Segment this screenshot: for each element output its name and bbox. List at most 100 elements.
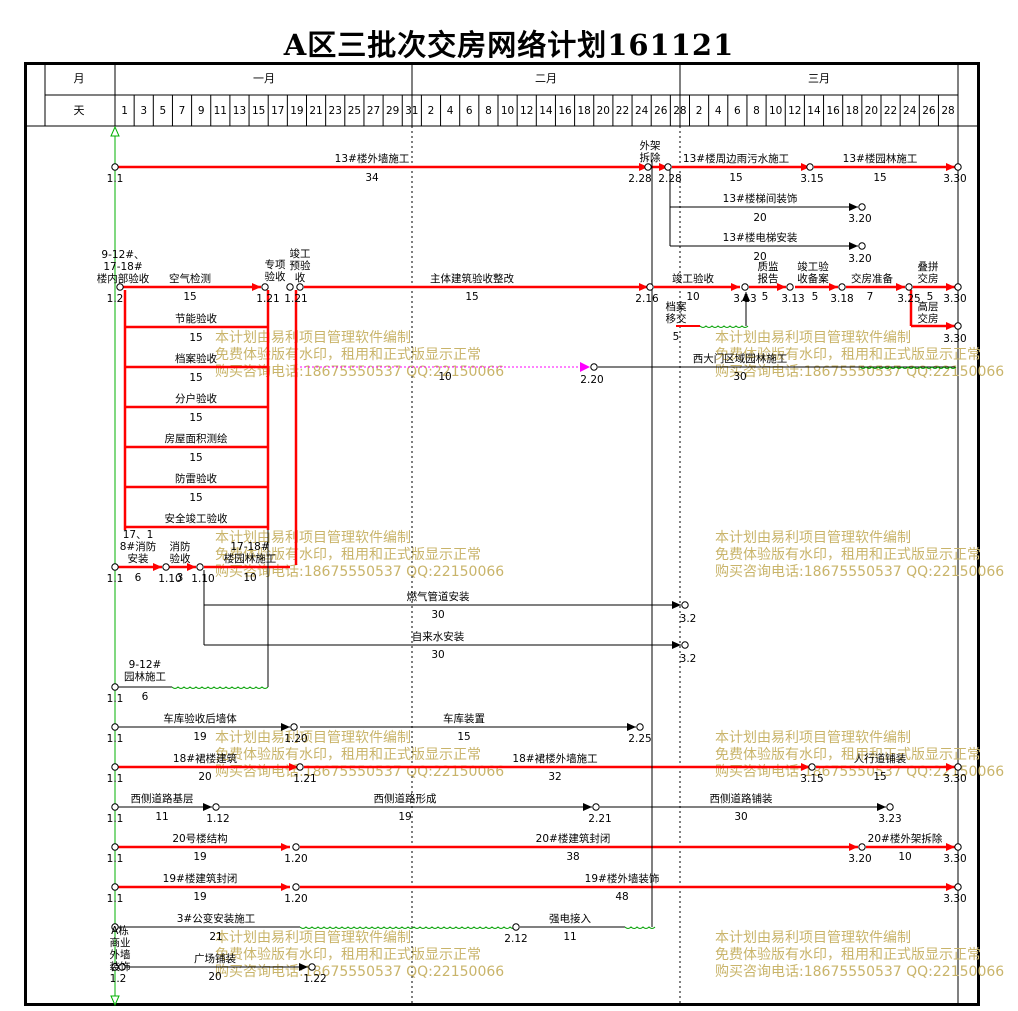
event-node bbox=[838, 283, 846, 291]
node-date-label: 2.20 bbox=[580, 374, 603, 386]
activity-label: 商业 bbox=[110, 936, 131, 949]
activity-label: 装饰 bbox=[110, 960, 131, 973]
activity-label: 楼园林施工 bbox=[224, 552, 277, 565]
activity-label: 楼内部验收 bbox=[97, 272, 150, 285]
day-row-label: 天 bbox=[74, 104, 85, 117]
activity-label: 34 bbox=[365, 172, 379, 184]
svg-text:免费体验版有水印，租用和正式版显示正常: 免费体验版有水印，租用和正式版显示正常 bbox=[715, 347, 981, 363]
activity-label: 11 bbox=[563, 931, 576, 943]
node-date-label: 2.12 bbox=[504, 933, 527, 945]
arrowhead-icon bbox=[252, 283, 261, 291]
activity-label: 收 bbox=[295, 271, 306, 284]
arrowhead-icon bbox=[731, 283, 740, 291]
node-date-label: 3.13 bbox=[781, 293, 804, 305]
node-date-label: 3.20 bbox=[848, 853, 871, 865]
arrowhead-icon bbox=[896, 283, 905, 291]
activity-label: 5 bbox=[812, 291, 819, 303]
node-date-label: 1.2 bbox=[110, 973, 127, 985]
activity-label: 17-18# bbox=[230, 541, 269, 553]
arrowhead-icon bbox=[777, 283, 786, 291]
activity-label: 3#公变安装施工 bbox=[177, 912, 255, 925]
node-date-label: 1.12 bbox=[206, 813, 229, 825]
node-date-label: 2.21 bbox=[588, 813, 611, 825]
activity-label: 收备案 bbox=[797, 272, 829, 285]
event-node bbox=[111, 723, 119, 731]
activity-label: 分户验收 bbox=[175, 392, 217, 405]
node-date-label: 3.2 bbox=[680, 653, 697, 665]
activity-label: 20#楼建筑封闭 bbox=[536, 832, 611, 845]
day-label: 17 bbox=[271, 105, 284, 117]
arrowhead-icon bbox=[946, 283, 955, 291]
day-label: 2 bbox=[428, 105, 435, 117]
node-date-label: 1.2 bbox=[107, 293, 124, 305]
day-label: 8 bbox=[753, 105, 760, 117]
day-label: 8 bbox=[485, 105, 492, 117]
arrowhead-icon bbox=[659, 163, 668, 171]
arrowhead-icon bbox=[877, 803, 886, 811]
day-label: 5 bbox=[160, 105, 167, 117]
activity-label: 人行道铺装 bbox=[854, 752, 907, 765]
day-label: 28 bbox=[941, 105, 954, 117]
activity-label: 车库装置 bbox=[443, 712, 485, 725]
arrowhead-icon bbox=[946, 763, 955, 771]
arrowhead-icon bbox=[639, 163, 648, 171]
activity-label: 15 bbox=[457, 731, 470, 743]
day-label: 26 bbox=[654, 105, 668, 117]
event-node bbox=[111, 683, 119, 691]
activity-label: 广场铺装 bbox=[194, 952, 236, 965]
activity-label: 10 bbox=[438, 371, 451, 383]
svg-text:本计划由易利项目管理软件编制: 本计划由易利项目管理软件编制 bbox=[715, 330, 911, 346]
activity-label: 8#消防 bbox=[120, 540, 156, 553]
activity-label: 17、1 bbox=[123, 529, 154, 541]
event-node bbox=[741, 283, 749, 291]
activity-label: 19#楼外墙装饰 bbox=[585, 872, 660, 885]
day-label: 7 bbox=[179, 105, 186, 117]
day-label: 22 bbox=[884, 105, 897, 117]
activity-label: 13#楼周边雨污水施工 bbox=[683, 152, 789, 165]
activity-label: 20 bbox=[753, 212, 766, 224]
event-node bbox=[954, 763, 962, 771]
activity-label: 38 bbox=[566, 851, 579, 863]
arrowhead-icon bbox=[946, 883, 955, 891]
activity-label: 15 bbox=[189, 372, 202, 384]
day-label: 1 bbox=[121, 105, 128, 117]
activity-label: 交房 bbox=[918, 272, 939, 285]
event-node bbox=[512, 923, 520, 931]
activity-label: 30 bbox=[733, 371, 746, 383]
node-date-label: 1.10 bbox=[158, 573, 181, 585]
activity-label: 西大门区域园林施工 bbox=[693, 352, 788, 365]
arrowhead-icon bbox=[153, 563, 162, 571]
day-label: 26 bbox=[922, 105, 936, 117]
node-date-label: 3.2 bbox=[680, 613, 697, 625]
activity-label: 3 bbox=[177, 572, 184, 584]
activity-label: 32 bbox=[548, 771, 561, 783]
day-label: 6 bbox=[466, 105, 473, 117]
day-label: 18 bbox=[577, 105, 590, 117]
node-date-label: 1.20 bbox=[284, 893, 307, 905]
day-label: 28 bbox=[673, 105, 686, 117]
event-node bbox=[590, 363, 598, 371]
node-date-label: 1.21 bbox=[293, 773, 316, 785]
event-node bbox=[954, 322, 962, 330]
activity-label: 预验 bbox=[290, 259, 311, 272]
activity-label: 19 bbox=[193, 731, 206, 743]
activity-label: 竣工验 bbox=[797, 260, 829, 273]
arrowhead-icon bbox=[627, 723, 636, 731]
event-node bbox=[681, 601, 689, 609]
event-node bbox=[111, 803, 119, 811]
arrowhead-icon bbox=[946, 843, 955, 851]
event-node bbox=[954, 843, 962, 851]
day-label: 20 bbox=[597, 105, 610, 117]
activity-label: 西侧道路铺装 bbox=[710, 792, 773, 805]
activity-label: 19 bbox=[193, 891, 206, 903]
activity-label: 档案验收 bbox=[175, 352, 217, 365]
activity-label: 15 bbox=[189, 492, 202, 504]
arrowhead-icon bbox=[801, 763, 810, 771]
activity-label: 交房 bbox=[918, 312, 939, 325]
svg-text:本计划由易利项目管理软件编制: 本计划由易利项目管理软件编制 bbox=[215, 730, 411, 746]
node-date-label: 3.20 bbox=[848, 253, 871, 265]
activity-label: 外架 bbox=[640, 140, 661, 152]
month-feb: 二月 bbox=[535, 72, 557, 85]
activity-label: 13#楼梯间装饰 bbox=[723, 192, 798, 205]
